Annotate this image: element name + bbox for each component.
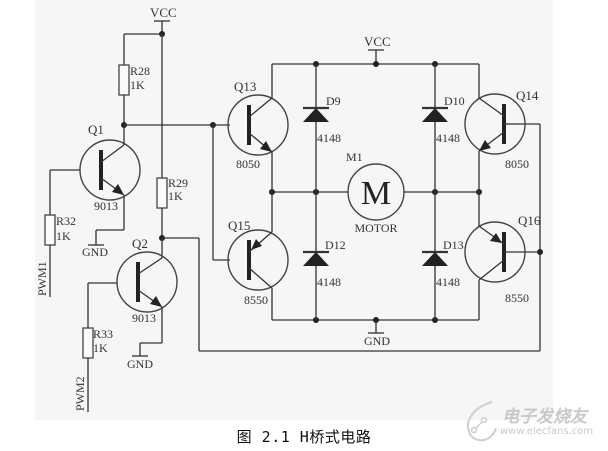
d9-ref: D9 xyxy=(326,94,341,108)
figure-caption: 图 2.1 H桥式电路 xyxy=(236,428,372,446)
q15-part: 8550 xyxy=(244,293,268,307)
r29-value: 1K xyxy=(168,189,183,203)
r28-value: 1K xyxy=(130,78,145,92)
watermark-brand: 电子发烧友 xyxy=(502,407,587,427)
diode-d13 xyxy=(422,192,448,320)
q16-ref: Q16 xyxy=(518,213,541,228)
q14-part: 8050 xyxy=(505,157,529,171)
d12-ref: D12 xyxy=(325,238,346,252)
q1-part: 9013 xyxy=(94,199,118,213)
transistor-q15 xyxy=(227,192,289,320)
motor-m1 xyxy=(347,163,405,221)
q2-part: 9013 xyxy=(132,311,156,325)
d13-ref: D13 xyxy=(443,238,464,252)
diode-d10 xyxy=(422,64,448,192)
d9-part: 4148 xyxy=(317,131,341,145)
transistor-q16 xyxy=(464,192,526,320)
gnd-q2-label: GND xyxy=(127,357,153,371)
d12-part: 4148 xyxy=(317,275,341,289)
node-top-vcc xyxy=(373,61,379,67)
d10-part: 4148 xyxy=(436,131,460,145)
diode-d12 xyxy=(303,192,329,320)
resistor-r29 xyxy=(156,177,168,209)
q13-ref: Q13 xyxy=(234,79,256,94)
vcc-left-label: VCC xyxy=(150,5,177,20)
motor-symbol: M xyxy=(361,175,391,212)
d10-ref: D10 xyxy=(444,94,465,108)
resistor-r33 xyxy=(82,327,94,359)
transistor-q1 xyxy=(79,125,141,230)
pwm2-label: PWM2 xyxy=(73,376,87,411)
d13-part: 4148 xyxy=(436,275,460,289)
resistor-r32 xyxy=(44,214,56,246)
gnd-q1-label: GND xyxy=(82,245,108,259)
pwm1-label: PWM1 xyxy=(35,261,49,296)
watermark-url: www.elecfans.com xyxy=(500,426,594,437)
q1-ref: Q1 xyxy=(88,122,104,137)
q15-ref: Q15 xyxy=(228,218,250,233)
r33-ref: R33 xyxy=(93,327,113,341)
q13-part: 8050 xyxy=(236,157,260,171)
watermark: 电子发烧友 www.elecfans.com xyxy=(462,398,608,448)
motor-label: MOTOR xyxy=(354,221,397,235)
motor-ref: M1 xyxy=(346,150,363,164)
transistor-q2 xyxy=(116,251,178,343)
watermark-logo-icon xyxy=(467,401,497,442)
q14-ref: Q14 xyxy=(516,88,539,103)
r33-value: 1K xyxy=(93,341,108,355)
transistor-q14 xyxy=(464,93,526,192)
r28-ref: R28 xyxy=(130,64,150,78)
q2-ref: Q2 xyxy=(132,236,148,251)
vcc-bridge-label: VCC xyxy=(364,34,391,49)
r32-ref: R32 xyxy=(56,214,76,228)
resistor-r28 xyxy=(118,64,130,96)
q16-part: 8550 xyxy=(505,291,529,305)
r32-value: 1K xyxy=(56,229,71,243)
transistor-q13 xyxy=(227,94,289,192)
gnd-bridge-label: GND xyxy=(364,334,390,348)
diode-d9 xyxy=(303,64,329,192)
r29-ref: R29 xyxy=(168,176,188,190)
